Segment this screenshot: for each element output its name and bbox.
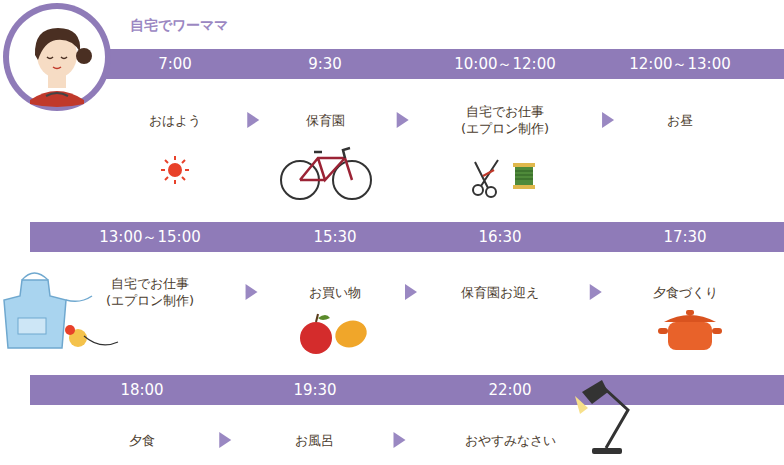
time-label: 18:00: [120, 375, 163, 405]
step-arrow: [246, 284, 258, 300]
time-label: 16:30: [478, 222, 521, 252]
step-arrow: [247, 112, 259, 128]
time-label: 19:30: [293, 375, 336, 405]
sun-icon: [161, 156, 189, 184]
fruit-icon: [300, 314, 370, 354]
diagram-title: 自宅でワーママ: [130, 17, 228, 35]
pot-icon: [658, 310, 722, 350]
step-arrow: [393, 432, 405, 448]
time-label: 17:30: [663, 222, 706, 252]
schedule-step: 15:30 お買い物: [309, 222, 361, 301]
time-band: [30, 375, 784, 405]
activity-label: お風呂: [295, 432, 334, 449]
schedule-step: 22:00 おやすみなさい: [465, 375, 556, 449]
desk-lamp-icon: [575, 380, 628, 454]
schedule-step: 13:00～15:00 自宅でお仕事 (エプロン制作): [99, 222, 200, 309]
schedule-step: 10:00～12:00 自宅でお仕事 (エプロン制作): [454, 49, 555, 137]
step-arrow: [602, 112, 614, 128]
time-label: 22:00: [488, 375, 531, 405]
time-band: [95, 49, 784, 79]
step-arrow: [397, 112, 409, 128]
activity-label: おはよう: [149, 112, 201, 129]
activity-label: お昼: [667, 112, 693, 129]
activity-label: 自宅でお仕事 (エプロン制作): [106, 275, 194, 309]
activity-label: 夕食づくり: [653, 284, 718, 301]
time-label: 12:00～13:00: [629, 49, 730, 79]
activity-label: お買い物: [309, 284, 361, 301]
scissors-icon: [473, 160, 498, 197]
schedule-step: 19:30 お風呂: [293, 375, 336, 449]
activity-label: 夕食: [129, 432, 155, 449]
apron-icon: [4, 273, 118, 348]
schedule-step: 12:00～13:00 お昼: [629, 49, 730, 129]
schedule-step: 16:30 保育園お迎え: [461, 222, 539, 301]
time-label: 15:30: [313, 222, 356, 252]
thread-spool-icon: [513, 163, 535, 189]
activity-label: おやすみなさい: [465, 432, 556, 449]
schedule-step: 9:30 保育園: [306, 49, 345, 129]
schedule-step: 18:00 夕食: [120, 375, 163, 449]
step-arrow: [219, 432, 231, 448]
time-label: 7:00: [158, 49, 192, 79]
activity-label: 保育園お迎え: [461, 284, 539, 301]
activity-label: 保育園: [306, 112, 345, 129]
step-arrow: [405, 284, 417, 300]
time-label: 9:30: [308, 49, 342, 79]
time-label: 13:00～15:00: [99, 222, 200, 252]
step-arrow: [590, 284, 602, 300]
activity-label: 自宅でお仕事 (エプロン制作): [461, 103, 549, 137]
bicycle-icon: [281, 148, 371, 199]
avatar-icon: [3, 3, 111, 111]
time-band: [30, 222, 784, 252]
schedule-step: 17:30 夕食づくり: [653, 222, 718, 301]
schedule-step: 7:00 おはよう: [149, 49, 201, 129]
time-label: 10:00～12:00: [454, 49, 555, 79]
